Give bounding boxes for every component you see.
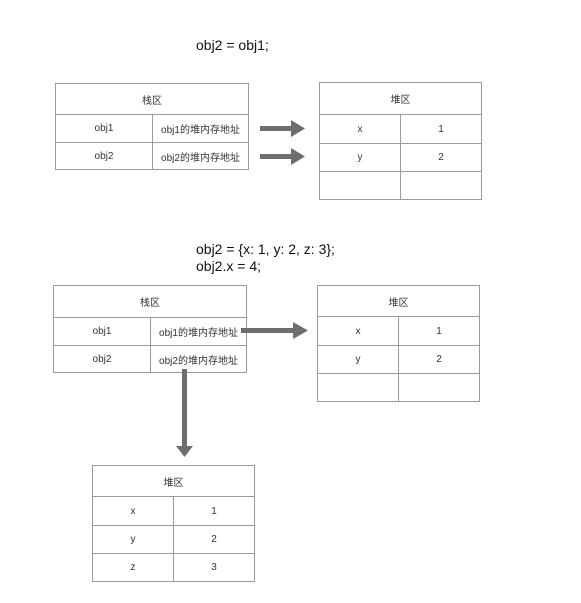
heap-key: z bbox=[92, 553, 174, 582]
heap-value: 2 bbox=[173, 525, 255, 554]
heap-table-1: 堆区 x 1 y 2 bbox=[319, 82, 482, 200]
heap-value: 2 bbox=[400, 143, 482, 172]
heap-value: 2 bbox=[398, 345, 480, 374]
heap-value: 3 bbox=[173, 553, 255, 582]
arrow-right-icon bbox=[260, 120, 305, 137]
stack-var-name: obj1 bbox=[55, 114, 153, 143]
heap-value: 1 bbox=[400, 114, 482, 144]
heap-title: 堆区 bbox=[92, 465, 255, 497]
heap-value bbox=[398, 373, 480, 402]
arrow-right-icon bbox=[241, 322, 308, 339]
stack-var-name: obj2 bbox=[55, 142, 153, 170]
stack-title: 栈区 bbox=[55, 83, 249, 115]
code-reassignment-line1: obj2 = {x: 1, y: 2, z: 3}; bbox=[196, 241, 335, 257]
stack-var-address: obj1的堆内存地址 bbox=[150, 317, 247, 346]
stack-var-address: obj1的堆内存地址 bbox=[152, 114, 249, 143]
heap-key bbox=[319, 171, 401, 200]
heap-key: y bbox=[317, 345, 399, 374]
stack-var-name: obj1 bbox=[53, 317, 151, 346]
heap-value bbox=[400, 171, 482, 200]
stack-table-1: 栈区 obj1 obj1的堆内存地址 obj2 obj2的堆内存地址 bbox=[55, 83, 249, 170]
stack-table-2: 栈区 obj1 obj1的堆内存地址 obj2 obj2的堆内存地址 bbox=[53, 285, 247, 373]
stack-var-name: obj2 bbox=[53, 345, 151, 373]
arrow-right-icon bbox=[260, 148, 305, 165]
heap-title: 堆区 bbox=[319, 82, 482, 115]
code-assignment: obj2 = obj1; bbox=[196, 37, 269, 53]
heap-table-2: 堆区 x 1 y 2 bbox=[317, 285, 480, 402]
stack-var-address: obj2的堆内存地址 bbox=[150, 345, 247, 373]
stack-var-address: obj2的堆内存地址 bbox=[152, 142, 249, 170]
heap-key bbox=[317, 373, 399, 402]
code-reassignment-line2: obj2.x = 4; bbox=[196, 258, 261, 274]
heap-table-3: 堆区 x 1 y 2 z 3 bbox=[92, 465, 255, 582]
arrow-down-icon bbox=[176, 369, 193, 457]
heap-key: x bbox=[319, 114, 401, 144]
